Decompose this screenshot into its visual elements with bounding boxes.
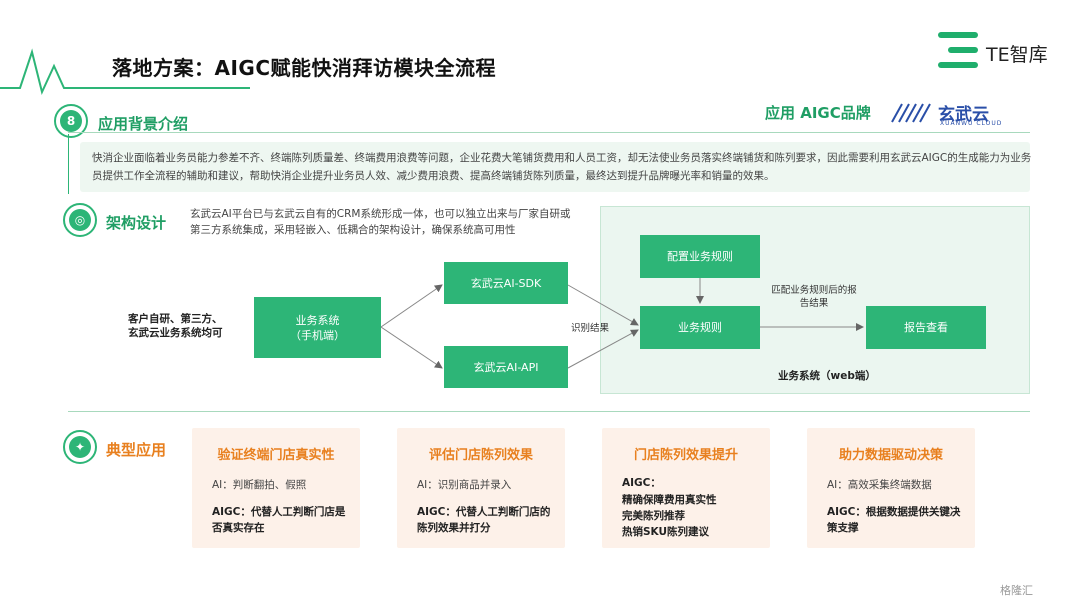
architecture-description: 玄武云AI平台已与玄武云自有的CRM系统形成一体，也可以独立出来与厂家自研或第三… [190,208,571,236]
background-top-line [68,132,1030,133]
header-pulse-line [0,48,250,95]
te-logo-text: TE智库 [986,44,1048,66]
match-result-label: 匹配业务规则后的报 告结果 [771,285,857,309]
card-ai-text: AI：识别商品并录入 [417,479,512,491]
card-list-item: 完美陈列推荐 [622,510,685,522]
recognition-result-label: 识别结果 [570,323,609,334]
app-card-1: 验证终端门店真实性 AI：判断翻拍、假照 AIGC：代替人工判断门店是否真实存在 [192,428,360,548]
card-list: 精确保障费用真实性 完美陈列推荐 热销SKU陈列建议 [622,492,770,540]
brand-label: 应用 AIGC品牌 [765,104,871,122]
xuanwu-logo-icon [891,103,931,123]
web-system-label: 业务系统（web端） [778,370,876,382]
applications-section-label: 典型应用 [106,441,167,459]
card-ai-text: AIGC： [622,477,661,489]
xuanwu-logo-subtext: XUANWU CLOUD [940,120,1003,127]
report-view-box: 报告查看 [866,306,986,349]
card-list-item: 精确保障费用真实性 [622,494,717,506]
page-title: 落地方案：AIGC赋能快消拜访模块全流程 [112,56,497,80]
card-title: 门店陈列效果提升 [633,448,738,463]
card-title: 助力数据驱动决策 [838,448,943,463]
api-box: 玄武云AI-API [444,346,568,388]
mobile-system-box: 业务系统 （手机端） [254,297,381,358]
sdk-box: 玄武云AI-SDK [444,262,568,304]
architecture-section-icon: ◎ [63,203,97,237]
background-section-label: 应用背景介绍 [98,115,189,133]
card-aigc-text: AIGC：代替人工判断门店的陈列效果并打分 [417,506,551,534]
card-title: 评估门店陈列效果 [428,448,533,463]
card-ai-text: AI：判断翻拍、假照 [212,479,307,491]
section-divider [68,411,1030,412]
background-connector-line [68,134,69,194]
te-logo-icon [938,32,980,68]
card-title: 验证终端门店真实性 [217,448,335,463]
architecture-section-label: 架构设计 [106,214,167,232]
card-aigc-text: AIGC：根据数据提供关键决策支撑 [827,506,961,534]
background-text: 快消企业面临着业务员能力参差不齐、终端陈列质量差、终端费用浪费等问题，企业花费大… [92,152,1032,182]
card-list-item: 热销SKU陈列建议 [622,526,710,538]
business-rules-box: 业务规则 [640,306,760,349]
app-card-2: 评估门店陈列效果 AI：识别商品并录入 AIGC：代替人工判断门店的陈列效果并打… [397,428,565,548]
config-rules-box: 配置业务规则 [640,235,760,278]
xuanwu-logo-text: 玄武云 [938,105,989,125]
applications-section-icon: ✦ [63,430,97,464]
client-label: 客户自研、第三方、 玄武云业务系统均可 [128,313,223,339]
app-card-4: 助力数据驱动决策 AI：高效采集终端数据 AIGC：根据数据提供关键决策支撑 [807,428,975,548]
watermark: 格隆汇 [1000,584,1033,597]
card-aigc-text: AIGC：代替人工判断门店是否真实存在 [212,506,346,534]
app-card-3: 门店陈列效果提升 AIGC： 精确保障费用真实性 完美陈列推荐 热销SKU陈列建… [602,428,770,548]
background-text-box [80,142,1030,192]
card-ai-text: AI：高效采集终端数据 [827,479,932,491]
